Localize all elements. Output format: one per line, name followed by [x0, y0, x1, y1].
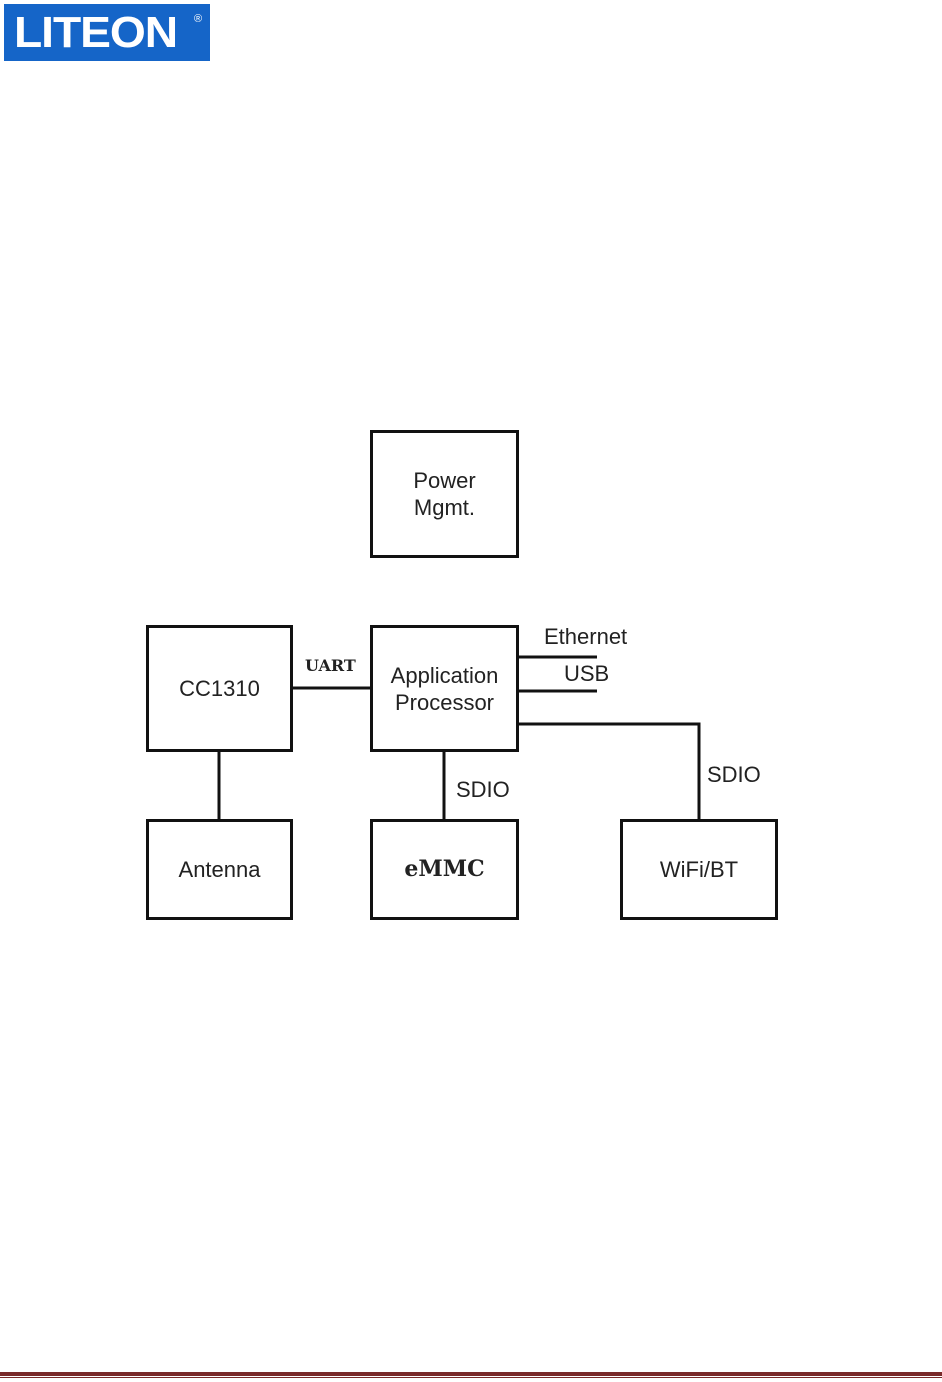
power-mgmt-block: Power Mgmt.: [370, 430, 519, 558]
sdio-wifi-label: SDIO: [707, 762, 761, 788]
antenna-block: Antenna: [146, 819, 293, 920]
uart-label: UART: [305, 653, 356, 679]
footer-rule-thin: [0, 1377, 942, 1378]
cc1310-block: CC1310: [146, 625, 293, 752]
footer-rule: [0, 1372, 942, 1376]
application-processor-block: Application Processor: [370, 625, 519, 752]
sdio-emmc-label: SDIO: [456, 777, 510, 803]
wifi-bt-block: WiFi/BT: [620, 819, 778, 920]
emmc-block: eMMC: [370, 819, 519, 920]
wifi-line: [518, 724, 699, 820]
ethernet-label: Ethernet: [544, 624, 627, 650]
usb-label: USB: [564, 661, 609, 687]
